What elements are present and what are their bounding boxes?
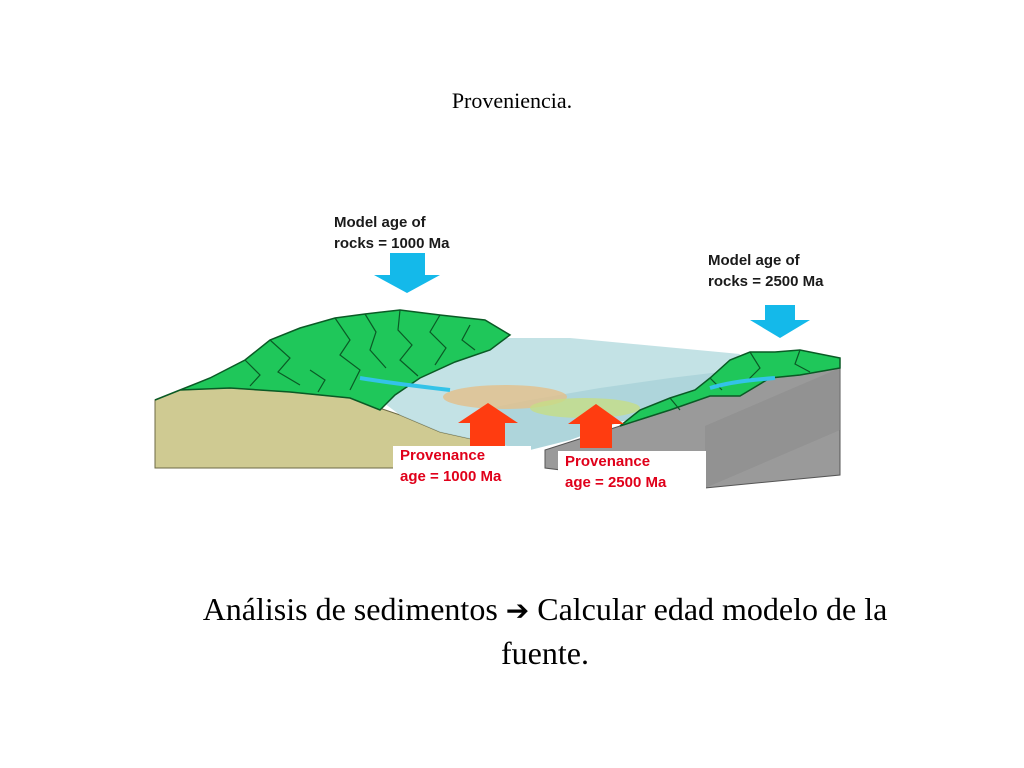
caption-part2: Calcular edad modelo de la: [537, 591, 888, 627]
slide-title: Proveniencia.: [451, 88, 573, 113]
provenance-left-line2: age = 1000 Ma: [400, 468, 502, 485]
provenance-left-box: [393, 446, 531, 486]
right-river: [709, 376, 776, 390]
left-mountains: [154, 309, 512, 411]
sediment-plume-left: [443, 385, 567, 409]
left-river: [359, 376, 451, 392]
provenance-right-line1: Provenance: [565, 453, 650, 470]
left-mountain-ridges: [244, 309, 476, 393]
provenance-block-diagram: Model age of rocks = 1000 Ma Model age o…: [154, 214, 841, 491]
red-arrow-right: [568, 404, 624, 448]
model-age-right-line1: Model age of: [708, 252, 801, 269]
provenance-right-box: [558, 451, 706, 491]
arrow-right-icon: ➔: [505, 594, 530, 627]
caption: Análisis de sedimentos ➔ Calcular edad m…: [150, 588, 940, 674]
right-mountain-ridges: [669, 349, 811, 411]
provenance-right-line2: age = 2500 Ma: [565, 474, 667, 491]
right-rock-block-side: [705, 368, 840, 488]
provenance-left-line1: Provenance: [400, 447, 485, 464]
blue-arrow-right: [750, 305, 810, 338]
caption-part1: Análisis de sedimentos: [202, 591, 498, 627]
model-age-left-line2: rocks = 1000 Ma: [334, 235, 450, 252]
red-arrow-left: [458, 403, 518, 448]
blue-arrow-left: [374, 253, 440, 293]
sediment-plume-right: [530, 398, 640, 418]
caption-line2: fuente.: [501, 635, 589, 671]
model-age-right-line2: rocks = 2500 Ma: [708, 273, 824, 290]
model-age-left-line1: Model age of: [334, 214, 427, 231]
